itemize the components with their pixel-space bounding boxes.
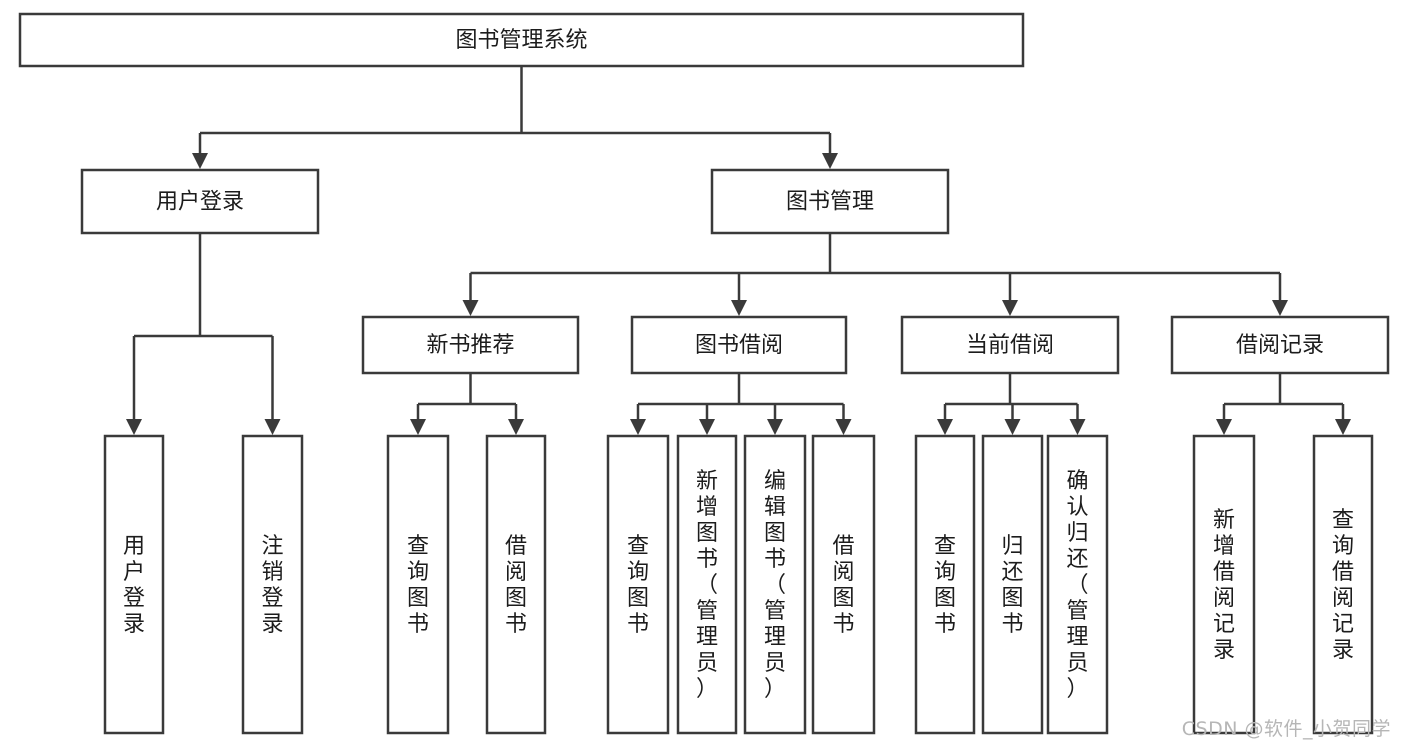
node-borrow-record[interactable]: 借阅记录: [1170, 315, 1390, 375]
node-label: 新增图书（管理员）: [696, 469, 718, 702]
edge-group-borrow-record: [1216, 373, 1351, 435]
node-leaf-edit-book-admin[interactable]: 编辑图书（管理员）: [743, 434, 807, 735]
edges-layer: [126, 66, 1351, 435]
node-box: [676, 434, 738, 735]
edge-arrowhead: [410, 419, 426, 435]
edge-arrowhead: [731, 300, 747, 316]
node-label: 图书管理: [786, 190, 874, 215]
node-leaf-query-book-recommend[interactable]: 查询图书: [386, 434, 450, 735]
edge-group-current-borrow: [937, 373, 1086, 435]
node-box: [981, 434, 1044, 735]
edge-group-book-borrow: [630, 373, 852, 435]
node-box: [103, 434, 165, 735]
node-box: [386, 434, 450, 735]
edge-arrowhead: [699, 419, 715, 435]
edge-arrowhead: [630, 419, 646, 435]
node-box: [900, 315, 1120, 375]
node-box: [606, 434, 670, 735]
node-current-borrow[interactable]: 当前借阅: [900, 315, 1120, 375]
node-label: 查询图书: [407, 534, 429, 637]
node-new-book-recommend[interactable]: 新书推荐: [361, 315, 580, 375]
node-box: [1192, 434, 1256, 735]
node-box: [80, 168, 320, 235]
edge-arrowhead: [937, 419, 953, 435]
node-label: 查询图书: [627, 534, 649, 637]
node-label: 用户登录: [123, 534, 145, 637]
edge-arrowhead: [264, 419, 281, 435]
edge-group-new-book-recommend: [410, 373, 524, 435]
node-label: 注销登录: [261, 534, 283, 637]
node-label: 新书推荐: [426, 333, 514, 358]
node-label: 新增借阅记录: [1213, 508, 1235, 663]
node-leaf-query-book-borrow[interactable]: 查询图书: [606, 434, 670, 735]
node-label: 归还图书: [1001, 534, 1023, 637]
edge-arrowhead: [1069, 419, 1086, 435]
edge-arrowhead: [1272, 300, 1288, 316]
node-box: [1312, 434, 1374, 735]
node-leaf-query-book-current[interactable]: 查询图书: [914, 434, 976, 735]
edge-group-root: [192, 66, 838, 169]
node-box: [1046, 434, 1109, 735]
node-box: [18, 12, 1025, 68]
node-box: [710, 168, 950, 235]
edge-group-user-login: [126, 233, 281, 435]
edge-arrowhead: [126, 419, 142, 435]
node-label: 查询图书: [934, 534, 956, 637]
edge-arrowhead: [835, 419, 852, 435]
node-book-borrow[interactable]: 图书借阅: [630, 315, 848, 375]
node-label: 确认归还（管理员）: [1066, 469, 1088, 702]
node-label: 借阅记录: [1236, 333, 1324, 358]
edge-arrowhead: [192, 153, 208, 169]
edge-arrowhead: [767, 419, 783, 435]
node-label: 借阅图书: [832, 534, 854, 637]
edge-arrowhead: [1335, 419, 1351, 435]
node-label: 用户登录: [156, 190, 244, 215]
node-label: 编辑图书（管理员）: [764, 469, 786, 702]
node-box: [241, 434, 304, 735]
node-label: 借阅图书: [505, 534, 527, 637]
edge-group-book-manage: [462, 233, 1288, 316]
node-leaf-return-book[interactable]: 归还图书: [981, 434, 1044, 735]
node-leaf-add-borrow-record[interactable]: 新增借阅记录: [1192, 434, 1256, 735]
edge-arrowhead: [462, 300, 479, 316]
node-box: [361, 315, 580, 375]
edge-arrowhead: [1216, 419, 1232, 435]
node-box: [1170, 315, 1390, 375]
node-box: [914, 434, 976, 735]
nodes-layer: 图书管理系统用户登录图书管理新书推荐图书借阅当前借阅借阅记录用户登录注销登录查询…: [18, 12, 1390, 735]
node-leaf-user-logout[interactable]: 注销登录: [241, 434, 304, 735]
node-box: [811, 434, 876, 735]
node-user-login[interactable]: 用户登录: [80, 168, 320, 235]
edge-arrowhead: [822, 153, 838, 169]
node-label: 图书借阅: [695, 333, 783, 358]
node-leaf-user-login[interactable]: 用户登录: [103, 434, 165, 735]
node-box: [485, 434, 547, 735]
node-leaf-borrow-book[interactable]: 借阅图书: [811, 434, 876, 735]
edge-arrowhead: [508, 419, 524, 435]
node-label: 查询借阅记录: [1332, 508, 1354, 663]
edge-arrowhead: [1002, 300, 1018, 316]
node-book-manage[interactable]: 图书管理: [710, 168, 950, 235]
node-leaf-confirm-return-admin[interactable]: 确认归还（管理员）: [1046, 434, 1109, 735]
node-root[interactable]: 图书管理系统: [18, 12, 1025, 68]
edge-arrowhead: [1004, 419, 1021, 435]
node-leaf-add-book-admin[interactable]: 新增图书（管理员）: [676, 434, 738, 735]
node-leaf-query-borrow-record[interactable]: 查询借阅记录: [1312, 434, 1374, 735]
node-leaf-borrow-book-recommend[interactable]: 借阅图书: [485, 434, 547, 735]
node-label: 图书管理系统: [455, 28, 587, 53]
node-box: [743, 434, 807, 735]
node-box: [630, 315, 848, 375]
node-label: 当前借阅: [966, 333, 1054, 358]
